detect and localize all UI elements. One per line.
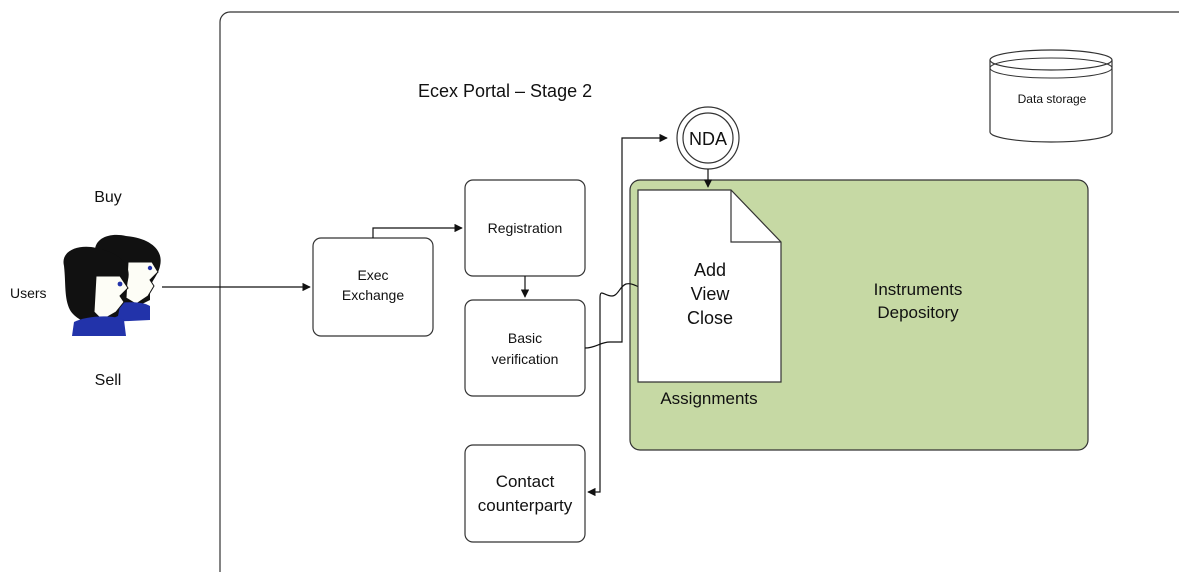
users-icon	[63, 234, 161, 336]
assignments-caption: Assignments	[660, 389, 757, 408]
registration-label: Registration	[488, 220, 563, 236]
contact-counterparty-line2: counterparty	[478, 496, 573, 515]
assignments-action-add: Add	[694, 260, 726, 280]
connector-verification-nda	[584, 133, 668, 349]
assignments-action-view: View	[691, 284, 731, 304]
assignments-document: Add View Close	[637, 189, 782, 383]
instruments-depository-line1: Instruments	[874, 280, 963, 299]
portal-title: Ecex Portal – Stage 2	[418, 81, 592, 101]
contact-counterparty-box: Contact counterparty	[464, 444, 586, 543]
exec-exchange-line2: Exchange	[342, 287, 404, 303]
exec-exchange-box: Exec Exchange	[312, 237, 434, 337]
data-storage-cylinder: Data storage	[989, 49, 1113, 143]
basic-verification-line1: Basic	[508, 330, 542, 346]
exec-exchange-line1: Exec	[357, 267, 388, 283]
registration-box: Registration	[464, 179, 586, 277]
nda-label: NDA	[689, 129, 727, 149]
nda-node: NDA	[676, 106, 740, 170]
users-label: Users	[10, 285, 47, 301]
instruments-depository-line2: Depository	[877, 303, 959, 322]
connector-to-contact	[587, 283, 651, 497]
connector-exec-registration	[372, 223, 463, 238]
buy-label: Buy	[94, 189, 122, 206]
basic-verification-box: Basic verification	[464, 299, 586, 397]
basic-verification-line2: verification	[492, 351, 559, 367]
contact-counterparty-line1: Contact	[496, 472, 555, 491]
data-storage-label: Data storage	[1018, 92, 1087, 106]
assignments-action-close: Close	[687, 308, 733, 328]
sell-label: Sell	[95, 372, 122, 389]
